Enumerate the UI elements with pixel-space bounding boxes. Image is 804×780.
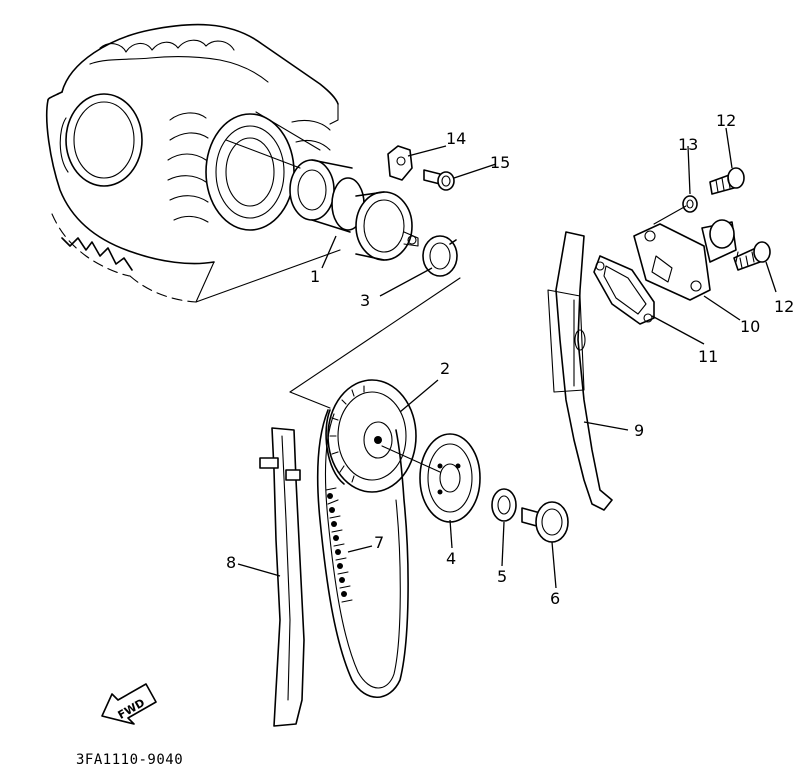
camshaft (225, 111, 419, 261)
chain-tensioner (633, 219, 737, 301)
callout-4: 4 (446, 549, 456, 568)
callout-7: 7 (374, 533, 384, 552)
callout-12-upper: 12 (716, 111, 736, 130)
washer-13 (682, 195, 698, 213)
callout-3: 3 (360, 291, 370, 310)
callout-12-lower: 12 (774, 297, 794, 316)
callout-8: 8 (226, 553, 236, 572)
bolt-6 (521, 501, 569, 543)
assembly-guide-lines (289, 205, 739, 409)
callout-6: 6 (550, 589, 560, 608)
washer (491, 488, 517, 522)
leader-lines (237, 127, 777, 589)
bolt-15 (423, 169, 455, 191)
callout-1: 1 (310, 267, 320, 286)
callout-14: 14 (446, 129, 466, 148)
bolt-12-upper (709, 167, 745, 195)
plate-bracket (387, 145, 413, 181)
cam-sprocket (325, 379, 417, 493)
bolt-12-lower (733, 241, 771, 271)
chain-guide-8 (259, 427, 305, 727)
callout-11: 11 (698, 347, 718, 366)
callout-labels: 1 2 3 4 5 6 7 8 9 10 11 12 12 13 14 15 (226, 111, 794, 608)
circlip (422, 235, 458, 277)
callout-5: 5 (497, 567, 507, 586)
callout-9: 9 (634, 421, 644, 440)
drawing-code: 3FA1110-9040 (76, 752, 183, 768)
callout-15: 15 (490, 153, 510, 172)
callout-10: 10 (740, 317, 760, 336)
tensioner-gasket (593, 255, 655, 325)
timing-chain (316, 409, 409, 698)
chain-guide-9 (547, 231, 613, 511)
fwd-direction-arrow: FWD (101, 683, 157, 725)
callout-2: 2 (440, 359, 450, 378)
callout-13: 13 (678, 135, 698, 154)
cylinder-head (45, 23, 341, 303)
